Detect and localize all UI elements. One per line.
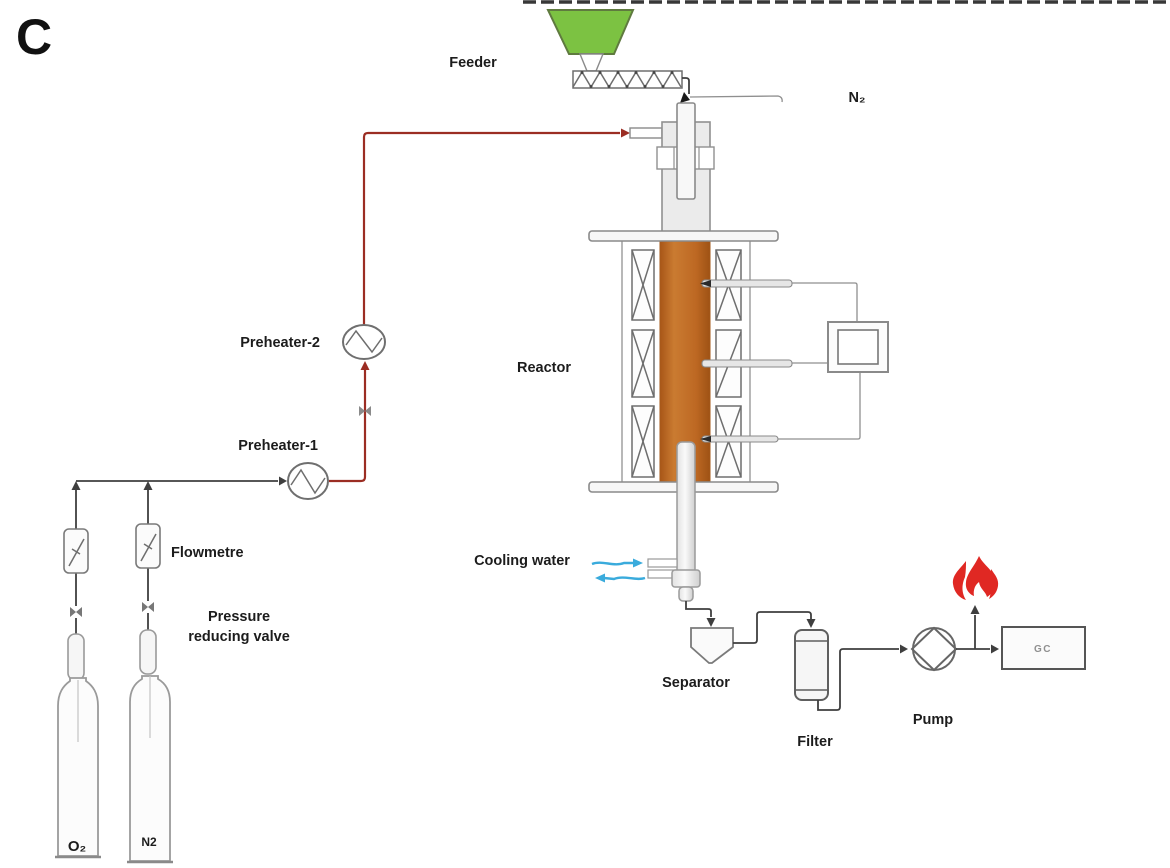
- flame-icon: [952, 556, 999, 600]
- reactor-top-flange: [588, 230, 779, 242]
- thermocouple-wires: [778, 282, 861, 440]
- thermocouple-probes: [700, 279, 793, 443]
- gc-label: GC: [1034, 644, 1052, 655]
- pump-symbol: [910, 605, 999, 672]
- reactor-inlet-stub: [629, 127, 663, 139]
- prv-label-line2: reducing valve: [188, 629, 290, 645]
- n2-feed-label: N₂: [849, 90, 866, 106]
- gc-analyzer-box: GC: [1001, 626, 1086, 670]
- temperature-display-box: [827, 321, 889, 373]
- screw-feeder: [572, 70, 690, 94]
- o2-cylinder: O₂: [55, 633, 101, 859]
- preheater-1-symbol: [287, 462, 329, 500]
- cooling-water-arrows: [591, 558, 646, 583]
- n2-feed-line: [680, 92, 783, 103]
- cooling-water-label: Cooling water: [474, 553, 570, 569]
- feeder-hopper: [546, 9, 635, 72]
- pressure-reducing-valve-o2: [70, 607, 82, 617]
- separator-symbol: [685, 601, 816, 664]
- feeder-label: Feeder: [449, 55, 497, 71]
- preheater2-label: Preheater-2: [240, 335, 320, 351]
- pump-label: Pump: [913, 712, 953, 728]
- pressure-reducing-valve-n2: [142, 602, 154, 612]
- reactor-assembly: [588, 102, 889, 493]
- preheater1-label: Preheater-1: [238, 438, 318, 454]
- condenser-tube: [647, 441, 701, 602]
- preheater-2-symbol: [342, 324, 386, 360]
- o2-cylinder-label: O₂: [68, 838, 86, 855]
- reactor-label: Reactor: [517, 360, 571, 376]
- panel-label: C: [16, 9, 52, 65]
- separator-label: Separator: [662, 675, 730, 691]
- n2-cylinder-label: N2: [141, 835, 157, 849]
- filter-label: Filter: [797, 734, 833, 750]
- heater-elements-left: [631, 249, 655, 478]
- flowmeter-label: Flowmetre: [171, 545, 244, 561]
- reactor-inlet-tube: [676, 102, 696, 200]
- flowmeter-o2: [63, 528, 89, 574]
- n2-cylinder: N2: [127, 629, 173, 864]
- prv-label-line1: Pressure: [208, 609, 270, 625]
- gas-manifold-lines: [71, 476, 287, 636]
- filter-symbol: [794, 629, 908, 711]
- flowmeter-n2: [135, 523, 161, 569]
- hot-feed-pipe: [329, 127, 663, 483]
- red-line-connector-valve: [359, 406, 371, 416]
